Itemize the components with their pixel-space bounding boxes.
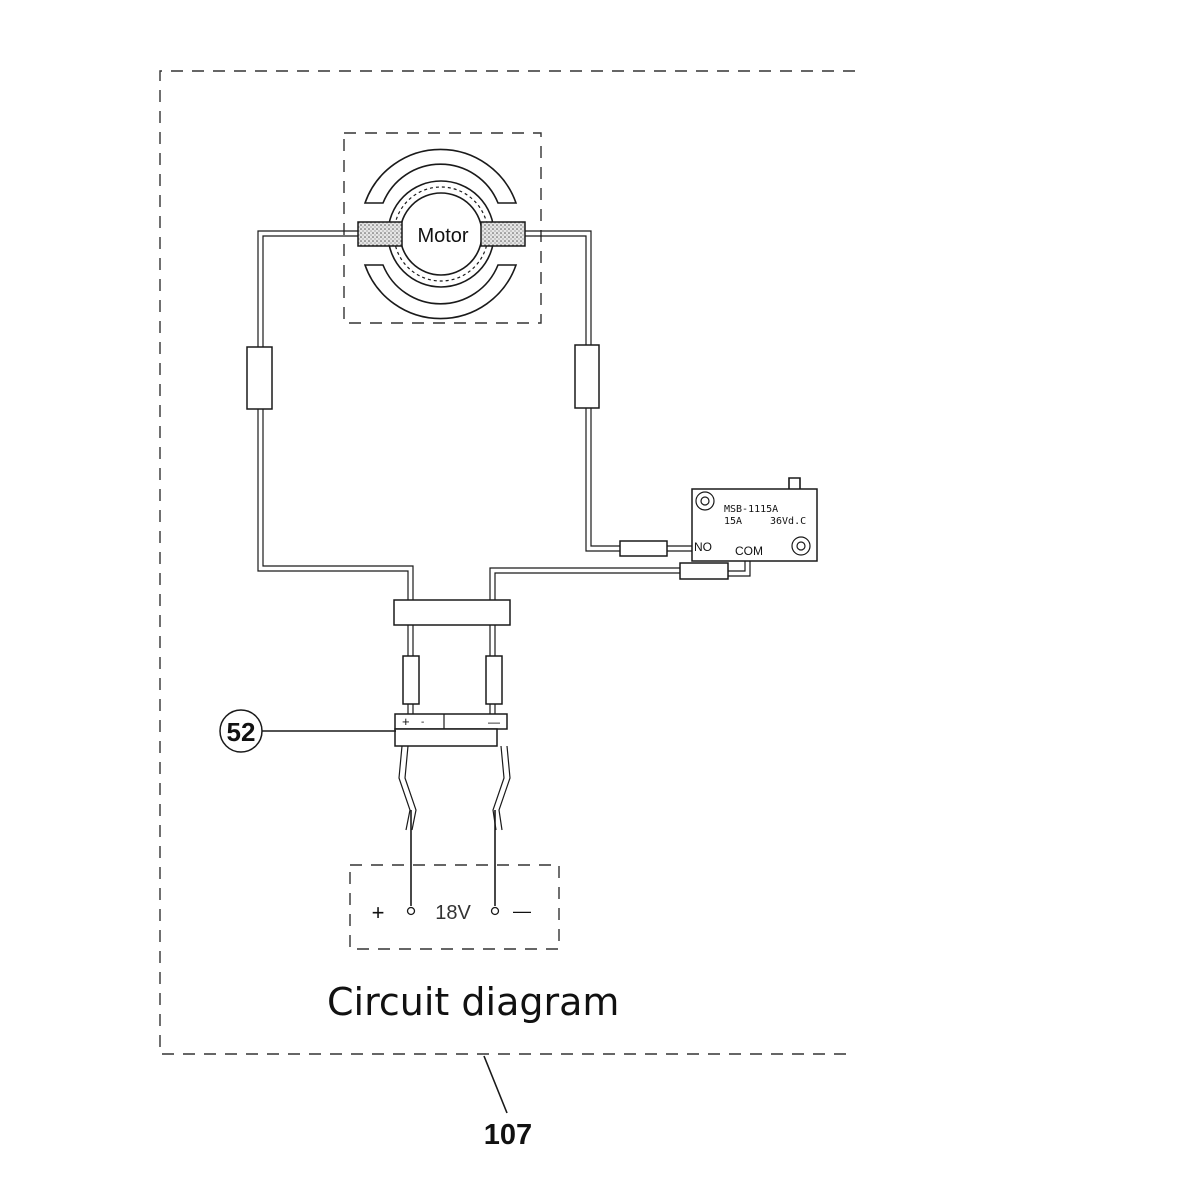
switch-model: MSB-1115A [724, 504, 778, 515]
motor-assembly: Motor [343, 132, 542, 324]
callout-52: 52 [219, 709, 396, 753]
diagram-caption: Circuit diagram [327, 980, 619, 1024]
wire-minus-mid [489, 625, 496, 656]
stator-magnet-top [363, 148, 518, 204]
switch-terminal-com: COM [735, 544, 763, 558]
connector-com-sleeve [679, 562, 729, 580]
switch-mount-hole-bottom [791, 536, 811, 556]
terminal-block-bottom [394, 728, 498, 747]
wire-com-inner [494, 572, 680, 600]
switch-body [691, 488, 818, 562]
wire-com-a [728, 558, 746, 572]
wire-plus-low [407, 704, 414, 714]
micro-switch: MSB-1115A 15A 36Vd.C NO COM [691, 477, 818, 562]
wire-bundle-sleeve [393, 599, 511, 626]
connector-no-sleeve [619, 540, 668, 557]
switch-current: 15A [724, 516, 742, 527]
motor-dashed-box [343, 132, 542, 324]
callout-107-label: 107 [484, 1119, 532, 1151]
brush-left [357, 221, 403, 247]
contact-spring-left [398, 745, 417, 831]
connector-plus-sleeve [402, 655, 420, 705]
terminal-dash-symbol: - [421, 717, 424, 728]
battery-pack: + 18V — [349, 864, 560, 950]
battery-terminal-plus [406, 906, 416, 916]
wire-right-inner [525, 235, 620, 552]
wire-minus-low [489, 704, 496, 714]
callout-107-leader [483, 1055, 508, 1114]
terminal-plus-symbol: + [402, 714, 410, 729]
battery-terminal-minus [490, 906, 500, 916]
wire-right-outer [525, 230, 620, 547]
wire-left-outer [257, 230, 409, 600]
connectors [246, 344, 729, 705]
connector-right-sleeve [574, 344, 600, 409]
wires [257, 230, 751, 714]
wire-com-b [728, 558, 751, 577]
motor-label: Motor [417, 225, 468, 247]
wire-left-inner [262, 235, 414, 600]
stator-magnet-bottom [363, 264, 518, 320]
wire-com-outer [489, 567, 680, 600]
connector-left-sleeve [246, 346, 273, 410]
switch-actuator [788, 477, 801, 489]
switch-mount-hole-top [695, 491, 715, 511]
terminal-minus-symbol: — [488, 715, 500, 729]
outer-frame [159, 70, 855, 1055]
switch-voltage: 36Vd.C [770, 516, 806, 527]
battery-voltage-label: 18V [435, 902, 471, 924]
brush-right [480, 221, 526, 247]
switch-terminal-no: NO [694, 540, 712, 554]
callout-107: 107 [483, 1055, 532, 1151]
battery-plus-symbol: + [372, 900, 385, 925]
battery-minus-symbol: — [513, 901, 531, 921]
connector-minus-sleeve [485, 655, 503, 705]
callout-52-label: 52 [227, 717, 256, 747]
wire-plus-mid [407, 625, 414, 656]
terminal-block: + - — [394, 713, 511, 906]
